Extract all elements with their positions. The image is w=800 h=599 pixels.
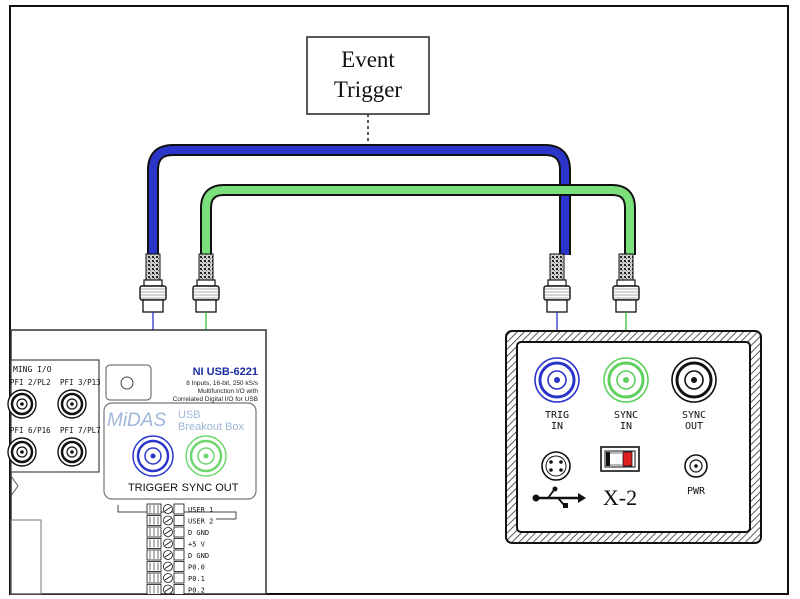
midas-panel bbox=[103, 402, 257, 500]
terminal-row: USER 2 bbox=[146, 515, 213, 526]
sync-out-label-1: SYNC bbox=[682, 410, 706, 421]
timing-port-label: PFI 7/PL7 bbox=[60, 426, 101, 435]
mount-hole bbox=[120, 376, 134, 390]
timing-port-jack bbox=[57, 437, 87, 467]
sync-bnc-connector bbox=[192, 253, 220, 313]
edge-panel bbox=[10, 519, 42, 595]
terminal-label: P0.2 bbox=[188, 587, 205, 595]
sync-bnc-connector bbox=[612, 253, 640, 313]
pwr-jack bbox=[684, 454, 708, 478]
terminal-row: +5 V bbox=[146, 538, 206, 549]
terminal-label: P0.0 bbox=[188, 564, 205, 572]
timing-io-label: MING I/O bbox=[13, 365, 52, 374]
edge-detail bbox=[10, 475, 19, 487]
event-trigger-line2: Trigger bbox=[334, 77, 402, 102]
event-trigger-line1: Event bbox=[341, 47, 395, 72]
model-desc-2: Multifunction I/O with bbox=[198, 388, 259, 395]
midas-breakout-label: Breakout Box bbox=[178, 421, 245, 433]
model-label: NI USB-6221 bbox=[193, 366, 258, 378]
model-desc-3: Correlated Digital I/O for USB bbox=[173, 396, 258, 403]
sync-in-label-2: IN bbox=[620, 421, 632, 432]
terminal-row: D GND bbox=[146, 549, 209, 561]
trig-in-label-1: TRIG bbox=[545, 410, 569, 421]
terminal-label: P0.1 bbox=[188, 575, 205, 583]
trigger-bnc-connector bbox=[543, 253, 571, 313]
trig-in-label-2: IN bbox=[551, 421, 563, 432]
terminal-row: D GND bbox=[146, 526, 209, 538]
timing-port-jack bbox=[7, 389, 37, 419]
sync-out-label: SYNC OUT bbox=[182, 482, 239, 494]
terminal-row: P0.1 bbox=[146, 572, 205, 584]
timing-port-label: PFI 2/PL2 bbox=[10, 378, 51, 387]
edge-detail-2 bbox=[10, 485, 19, 497]
sync-out-jack-x2 bbox=[671, 357, 717, 403]
terminal-strip: USER 1 USER 2 D GND +5 V D GND P0.0P0.1P0.2 bbox=[146, 503, 213, 595]
sync-out-jack bbox=[185, 435, 227, 477]
power-switch[interactable] bbox=[600, 446, 640, 472]
trigger-cable bbox=[147, 144, 571, 255]
timing-port-jack bbox=[57, 389, 87, 419]
trigger-label: TRIGGER bbox=[128, 482, 178, 494]
sync-in-label-1: SYNC bbox=[614, 410, 638, 421]
timing-port-jack bbox=[7, 437, 37, 467]
timing-port-label: PFI 6/P16 bbox=[10, 426, 51, 435]
model-desc-1: 8 Inputs, 16-bit, 250 kS/s bbox=[186, 380, 259, 387]
terminal-row: USER 1 bbox=[146, 503, 213, 515]
terminal-label: D GND bbox=[188, 552, 209, 560]
diagram-frame bbox=[9, 5, 789, 595]
terminal-label: USER 1 bbox=[188, 506, 213, 514]
terminal-row: P0.2 bbox=[146, 584, 205, 595]
usb-port bbox=[541, 451, 571, 481]
pwr-label: PWR bbox=[687, 486, 706, 497]
trig-in-jack bbox=[534, 357, 580, 403]
terminal-row: P0.0 bbox=[146, 561, 205, 572]
event-trigger-box: Event Trigger bbox=[306, 36, 430, 150]
trigger-jack bbox=[132, 435, 174, 477]
terminal-label: D GND bbox=[188, 529, 209, 537]
x2-device: TRIG IN SYNC IN SYNC OUT bbox=[505, 330, 762, 544]
bnc-connectors bbox=[139, 253, 640, 313]
terminal-label: USER 2 bbox=[188, 518, 213, 526]
timing-port-label: PFI 3/P13 bbox=[60, 378, 101, 387]
midas-usb-label: USB bbox=[178, 409, 201, 421]
x2-model-label: X-2 bbox=[603, 485, 637, 510]
midas-logo: MiDAS bbox=[107, 410, 166, 431]
sync-cable bbox=[200, 184, 636, 255]
terminal-label: +5 V bbox=[188, 541, 206, 549]
trigger-bnc-connector bbox=[139, 253, 167, 313]
sync-in-jack bbox=[603, 357, 649, 403]
usb-icon bbox=[532, 486, 586, 508]
sync-out-label-2: OUT bbox=[685, 421, 703, 432]
